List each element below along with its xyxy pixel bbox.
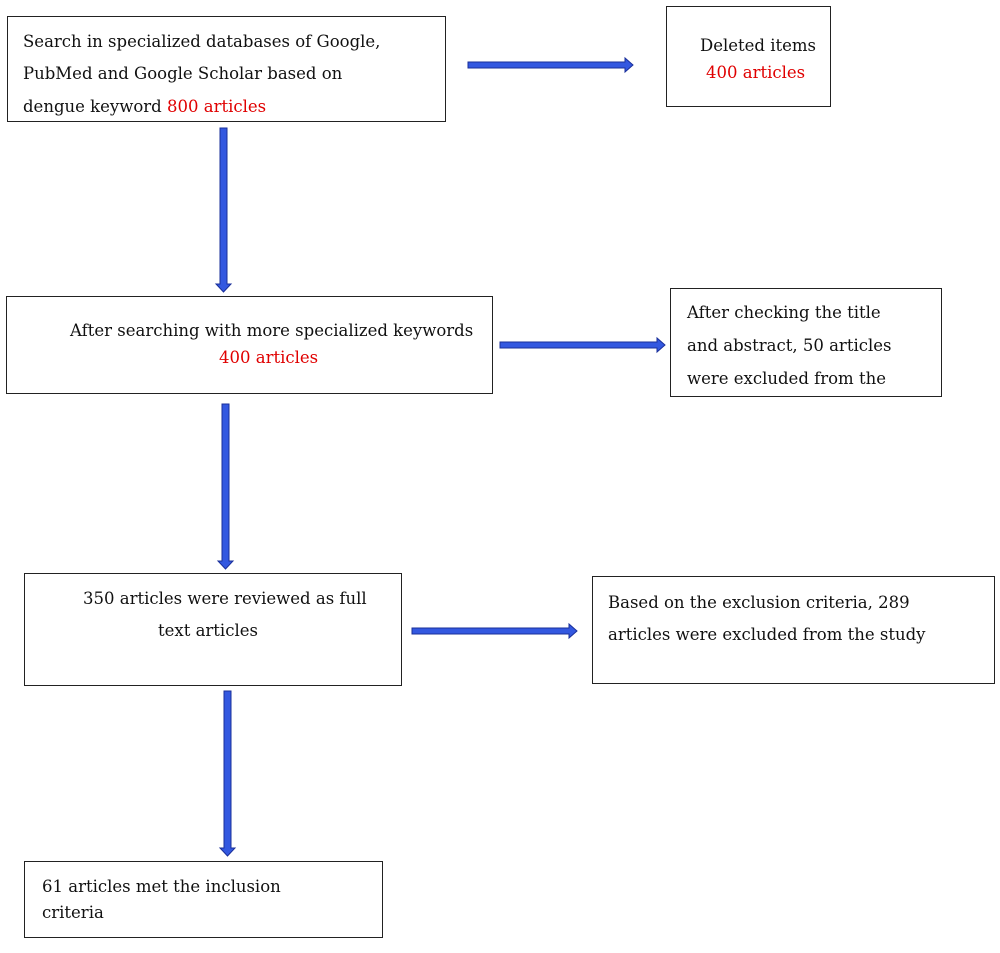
arrow-to-fulltext: [216, 403, 235, 570]
arrow-to-specialized: [214, 127, 233, 293]
search-keyword-text: dengue keyword: [23, 97, 162, 116]
included-line-1: 61 articles met the inclusion: [42, 877, 281, 896]
deleted-items-box: [666, 6, 831, 107]
inclusion-criteria-box: [24, 861, 383, 938]
title-check-line-1: After checking the title: [687, 303, 881, 322]
title-check-line-3: were excluded from the: [687, 369, 886, 388]
title-abstract-check-box: [670, 288, 942, 397]
exclusion-line-1: Based on the exclusion criteria, 289: [608, 593, 910, 612]
specialized-keywords-box: [6, 296, 493, 394]
specialized-keywords-count: 400 articles: [219, 348, 319, 367]
arrow-to-included: [218, 690, 237, 857]
exclusion-line-2: articles were excluded from the study: [608, 625, 926, 644]
deleted-items-count: 400 articles: [706, 63, 806, 82]
search-line-1: Search in specialized databases of Googl…: [23, 32, 381, 51]
search-article-count: 800 articles: [167, 97, 267, 116]
arrow-to-exclusion: [411, 622, 578, 640]
arrow-to-title-check: [499, 336, 666, 354]
search-databases-box: [7, 16, 446, 122]
exclusion-criteria-box: [592, 576, 995, 684]
deleted-items-label: Deleted items: [700, 36, 817, 55]
search-line-3: dengue keyword 800 articles: [23, 97, 266, 117]
search-line-2: PubMed and Google Scholar based on: [23, 64, 343, 83]
title-check-line-2: and abstract, 50 articles: [687, 336, 892, 355]
fulltext-review-box: [24, 573, 402, 686]
specialized-keywords-label: After searching with more specialized ke…: [70, 321, 474, 340]
included-line-2: criteria: [42, 903, 104, 922]
fulltext-line-1: 350 articles were reviewed as full: [83, 589, 367, 608]
fulltext-line-2: text articles: [158, 621, 258, 640]
arrow-to-deleted: [467, 56, 634, 74]
